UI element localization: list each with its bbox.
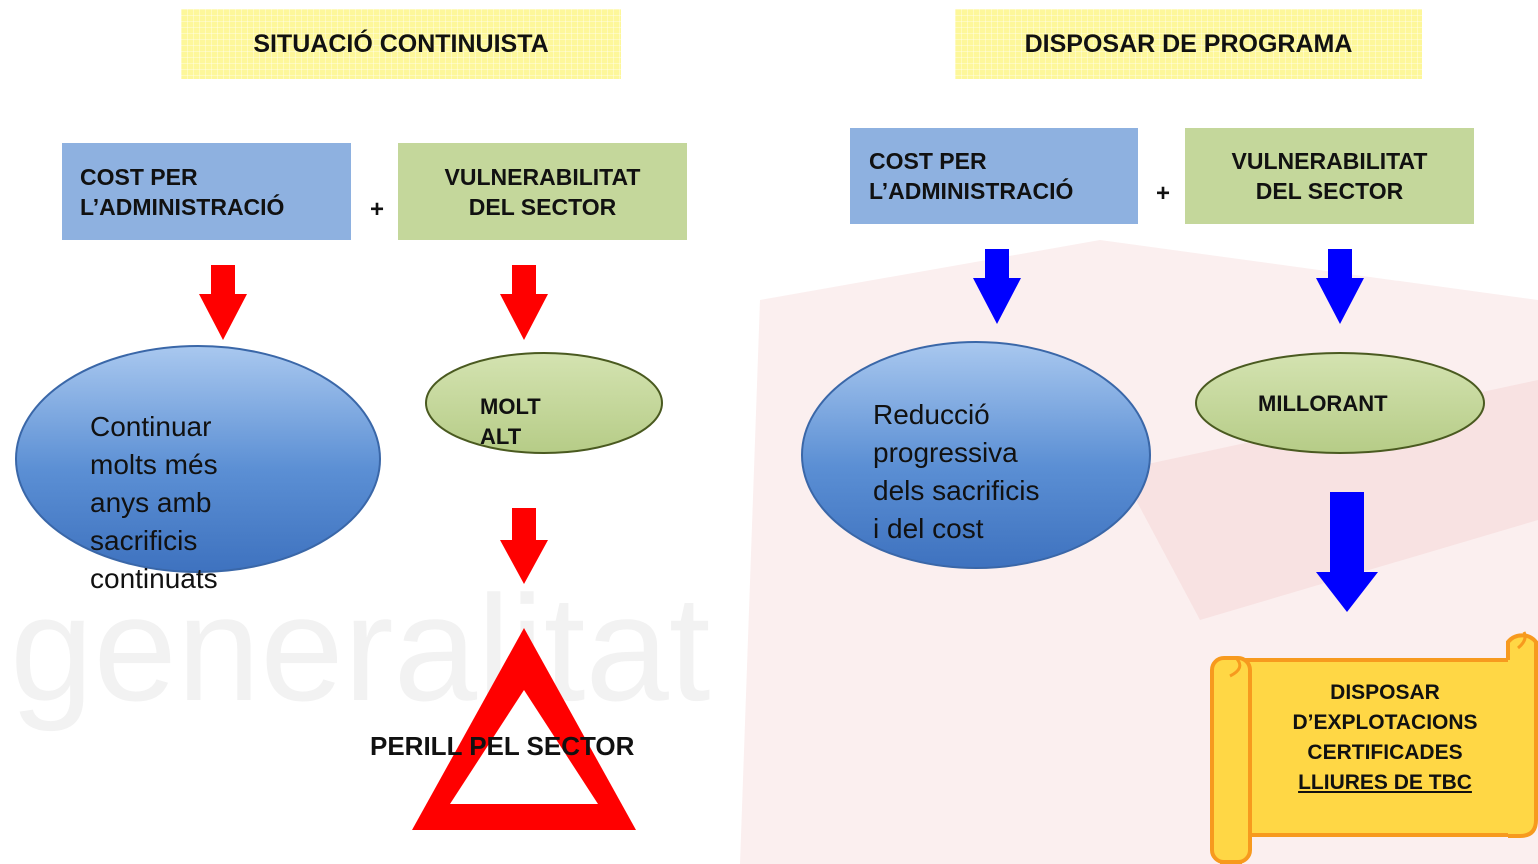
left-vuln-line-1: VULNERABILITAT	[444, 163, 641, 190]
right-cost-result-text: Reducció progressiva dels sacrificis i d…	[873, 396, 1039, 548]
left-vuln-result-line-2: ALT	[480, 424, 522, 449]
left-cost-line-1: COST PER	[80, 163, 198, 190]
left-result-line-5: continuats	[90, 563, 218, 594]
outcome-line-2: D’EXPLOTACIONS	[1292, 711, 1478, 734]
right-cost-result-ellipse	[801, 341, 1151, 569]
left-result-line-3: anys amb	[90, 487, 212, 518]
down-arrow-icon	[500, 265, 548, 340]
svg-text:generalitat: generalitat	[10, 564, 711, 732]
scroll-banner-icon	[1210, 631, 1538, 864]
left-vuln-result-line-1: MOLT	[480, 394, 541, 419]
left-cost-result-ellipse	[15, 345, 381, 573]
outcome-line-3: CERTIFICADES	[1307, 741, 1463, 764]
right-vuln-line-2: DEL SECTOR	[1255, 178, 1404, 204]
left-title-text: SITUACIÓ CONTINUISTA	[253, 29, 549, 58]
left-cost-result-text: Continuar molts més anys amb sacrificis …	[90, 408, 218, 598]
right-result-line-2: progressiva	[873, 437, 1018, 468]
right-cost-line-2: L’ADMINISTRACIÓ	[869, 178, 1074, 204]
right-cost-box: COST PER L’ADMINISTRACIÓ	[850, 128, 1138, 224]
outcome-text: DISPOSAR D’EXPLOTACIONS CERTIFICADES LLI…	[1250, 678, 1520, 798]
right-vuln-result-ellipse	[1195, 352, 1485, 454]
left-cost-line-2: L’ADMINISTRACIÓ	[80, 193, 285, 220]
left-result-line-1: Continuar	[90, 411, 212, 442]
left-title: SITUACIÓ CONTINUISTA	[181, 9, 621, 79]
down-arrow-icon	[500, 508, 548, 584]
right-title: DISPOSAR DE PROGRAMA	[955, 9, 1422, 79]
left-vuln-line-2: DEL SECTOR	[468, 193, 617, 220]
left-result-line-2: molts més	[90, 449, 218, 480]
left-vuln-result-ellipse	[425, 352, 663, 454]
right-cost-line-1: COST PER	[869, 148, 987, 174]
right-vuln-line-1: VULNERABILITAT	[1231, 148, 1428, 174]
right-title-text: DISPOSAR DE PROGRAMA	[1024, 29, 1353, 58]
down-arrow-icon	[973, 249, 1021, 324]
right-vuln-result-text: MILLORANT	[1258, 391, 1388, 416]
left-cost-box: COST PER L’ADMINISTRACIÓ	[62, 143, 351, 240]
outcome-line-1: DISPOSAR	[1330, 681, 1440, 704]
right-plus-sign: +	[1156, 180, 1171, 207]
right-result-line-3: dels sacrificis	[873, 475, 1040, 506]
left-vulnerability-box: VULNERABILITAT DEL SECTOR	[398, 143, 687, 240]
down-arrow-icon	[199, 265, 247, 340]
down-arrow-icon	[1316, 249, 1364, 324]
outcome-line-4: LLIURES DE TBC	[1298, 771, 1472, 794]
right-result-line-1: Reducció	[873, 399, 990, 430]
danger-label: PERILL PEL SECTOR	[370, 731, 635, 761]
down-arrow-icon	[1316, 492, 1378, 612]
left-plus-sign: +	[370, 196, 385, 223]
right-vulnerability-box: VULNERABILITAT DEL SECTOR	[1185, 128, 1474, 224]
warning-triangle-icon	[412, 628, 636, 830]
right-result-line-4: i del cost	[873, 513, 984, 544]
left-result-line-4: sacrificis	[90, 525, 198, 556]
left-vuln-result-text: MOLT ALT	[480, 392, 541, 452]
